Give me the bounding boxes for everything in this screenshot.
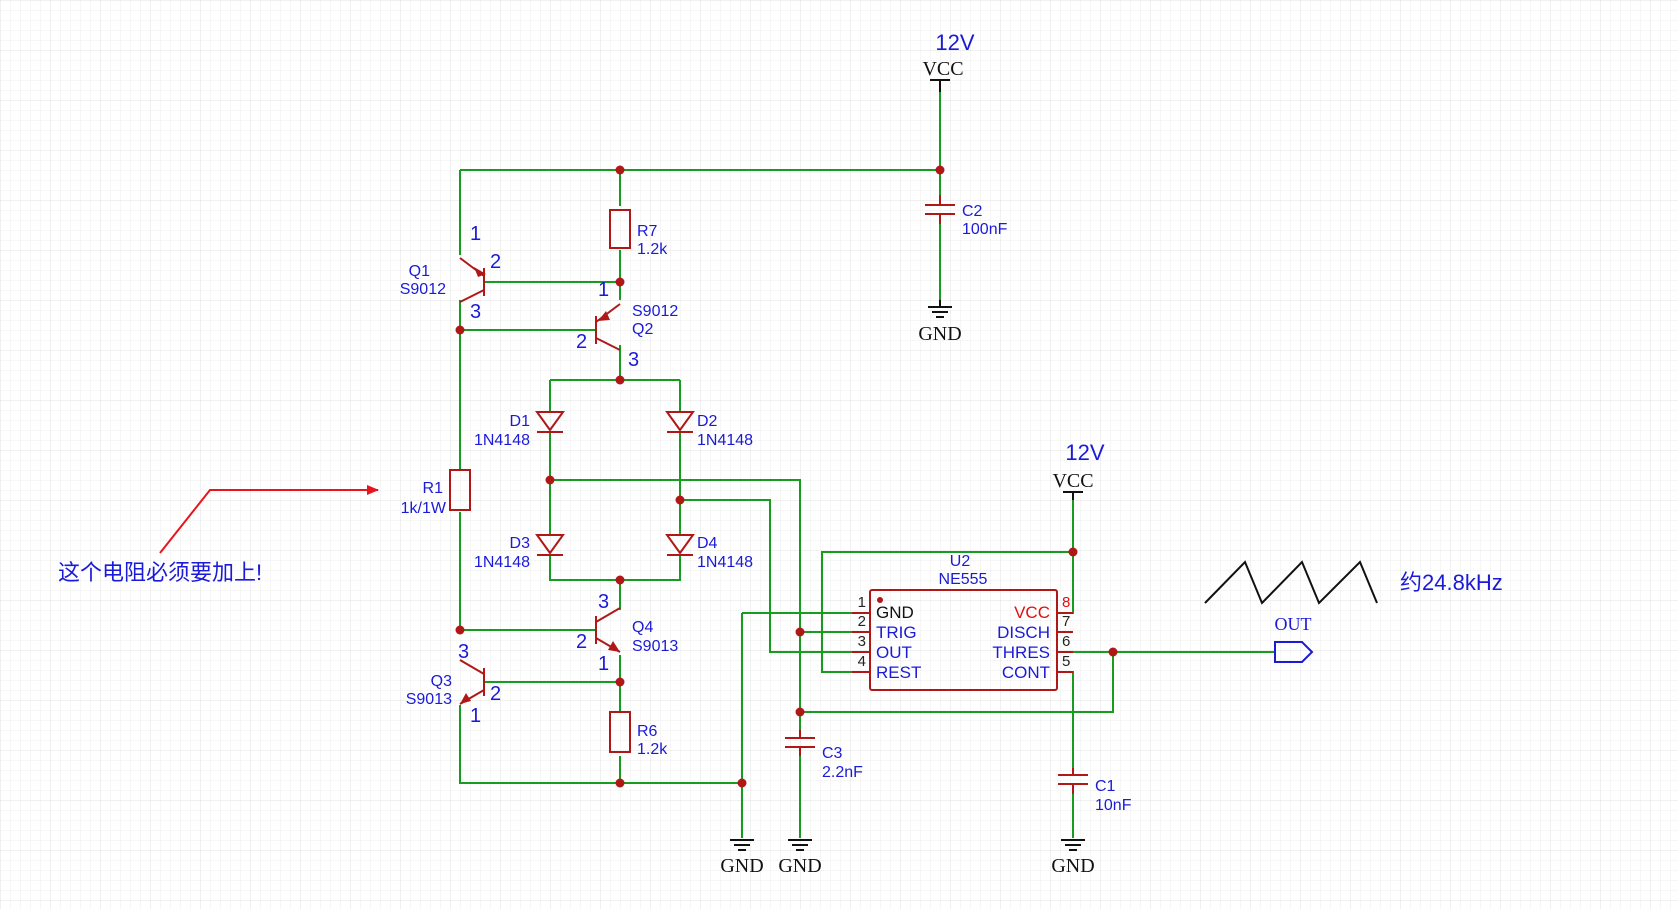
d3-ref: D3 [510,535,531,552]
vcc-voltage-label: 12V [935,30,974,55]
d1-value: 1N4148 [474,432,530,449]
gnd-label: GND [778,855,821,877]
transistor-q3[interactable]: 3 2 1 Q3 S9013 [406,641,501,727]
u2-pin2-number: 2 [858,613,866,630]
ic-u2-ne555[interactable]: U2 NE555 1 2 3 4 GND TRIG OUT REST 8 7 6… [852,553,1073,691]
u2-ref: U2 [950,553,971,570]
c3-value: 2.2nF [822,764,863,781]
diode-d1[interactable]: D1 1N4148 [474,411,565,449]
d4-ref: D4 [697,535,718,552]
vcc-voltage-label: 12V [1065,440,1104,465]
q3-pin2: 2 [490,683,501,705]
c1-value: 10nF [1095,797,1132,814]
d1-ref: D1 [510,413,531,430]
capacitor-c2[interactable]: C2 100nF [925,195,1008,238]
out-net-port[interactable]: OUT [1274,614,1314,663]
c3-ref: C3 [822,745,843,762]
u2-pin4-number: 4 [858,653,866,670]
u2-value: NE555 [939,571,988,588]
u2-pin7-name: DISCH [997,623,1050,642]
u2-pin6-number: 6 [1062,633,1070,650]
capacitor-c3[interactable]: C3 2.2nF [785,730,863,781]
q4-pin3: 3 [598,591,609,613]
u2-pin1-name: GND [876,603,914,622]
q3-pin3: 3 [458,641,469,663]
vcc-port-right[interactable]: 12V VCC [1052,440,1105,500]
junction-dots [455,165,1118,788]
u2-pin8-name: VCC [1014,603,1050,622]
gnd-label: GND [1051,855,1094,877]
u2-pin3-name: OUT [876,643,912,662]
q3-pin1: 1 [470,705,481,727]
q1-pin2: 2 [490,251,501,273]
capacitor-c1[interactable]: C1 10nF [1058,768,1132,814]
resistor-r6[interactable]: R6 1.2k [609,711,668,758]
q1-ref: Q1 [409,263,430,280]
q4-value: S9013 [632,638,678,655]
r7-value: 1.2k [637,241,668,258]
transistor-q1[interactable]: 1 2 3 Q1 S9012 [400,223,501,323]
q2-ref: Q2 [632,321,653,338]
q2-pin1: 1 [598,279,609,301]
gnd-symbol-c3[interactable]: GND [778,839,822,877]
frequency-note: 约24.8kHz [1400,570,1503,595]
q4-pin2: 2 [576,631,587,653]
q2-pin3: 3 [628,349,639,371]
d3-value: 1N4148 [474,554,530,571]
diode-d3[interactable]: D3 1N4148 [474,534,565,571]
c2-value: 100nF [962,221,1008,238]
d2-ref: D2 [697,413,718,430]
q2-pin2: 2 [576,331,587,353]
c1-ref: C1 [1095,778,1116,795]
gnd-symbol-c1[interactable]: GND [1051,839,1095,877]
r6-ref: R6 [637,723,658,740]
diode-d4[interactable]: D4 1N4148 [665,534,753,571]
vcc-label: VCC [1052,470,1093,492]
q4-ref: Q4 [632,619,653,636]
u2-pin7-number: 7 [1062,613,1070,630]
u2-pin3-number: 3 [858,633,866,650]
r7-ref: R7 [637,223,658,240]
r1-value: 1k/1W [401,500,447,517]
u2-pin2-name: TRIG [876,623,917,642]
u2-pin5-name: CONT [1002,663,1050,682]
u2-pin4-name: REST [876,663,921,682]
d4-value: 1N4148 [697,554,753,571]
annotation-arrow [159,485,379,554]
annotation-text: 这个电阻必须要加上! [58,560,262,585]
resistor-r7[interactable]: R7 1.2k [609,209,668,258]
c2-ref: C2 [962,203,983,220]
sawtooth-waveform-icon [1204,560,1378,605]
transistor-q4[interactable]: 3 2 1 Q4 S9013 [576,591,678,675]
d2-value: 1N4148 [697,432,753,449]
q4-pin1: 1 [598,653,609,675]
r6-value: 1.2k [637,741,668,758]
gnd-label: GND [918,323,961,345]
gnd-label: GND [720,855,763,877]
q1-pin3: 3 [470,301,481,323]
resistor-r1[interactable]: R1 1k/1W [401,469,471,517]
diode-d2[interactable]: D2 1N4148 [665,411,753,449]
u2-pin8-number: 8 [1062,594,1070,611]
q3-value: S9013 [406,691,452,708]
q3-ref: Q3 [431,673,452,690]
vcc-port-top[interactable]: 12V VCC [922,30,975,92]
u2-pin5-number: 5 [1062,653,1070,670]
u2-pin6-name: THRES [992,643,1050,662]
u2-pin1-number: 1 [858,594,866,611]
q2-value: S9012 [632,303,678,320]
gnd-symbol-c2[interactable]: GND [918,300,962,345]
q1-value: S9012 [400,281,446,298]
out-label: OUT [1275,614,1312,634]
vcc-label: VCC [922,58,963,80]
gnd-symbol-left[interactable]: GND [720,839,764,877]
transistor-q2[interactable]: 1 2 3 S9012 Q2 [576,279,678,371]
q1-pin1: 1 [470,223,481,245]
r1-ref: R1 [423,480,444,497]
